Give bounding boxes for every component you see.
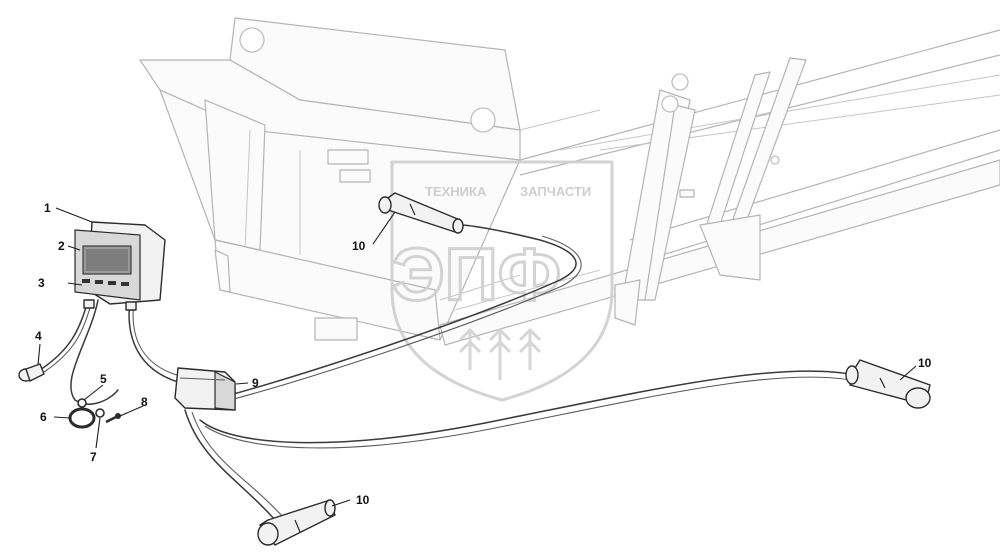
wheat-icon [458,327,542,380]
display-unit [74,221,166,311]
connector-4 [18,363,45,382]
callout-10-top: 10 [352,239,366,253]
callout-1: 1 [44,201,51,215]
clamp-ring [68,407,96,429]
connector-10-right [845,359,931,409]
connector-10-bottom [257,499,336,546]
watermark-shield: ТЕХНИКА ЗАПЧАСТИ ЭПФ [390,160,614,402]
callout-2: 2 [58,239,65,253]
callout-10-bottom: 10 [356,493,370,507]
callout-4: 4 [35,329,42,343]
junction-box [174,367,236,411]
display-buttons [82,279,129,286]
vehicle-frame [139,17,1000,346]
callout-10-right: 10 [918,356,932,370]
watermark-text-left: ТЕХНИКА [425,184,487,199]
callout-6: 6 [40,410,47,424]
callout-7: 7 [90,450,97,464]
callout-8: 8 [141,395,148,409]
watermark-text-right: ЗАПЧАСТИ [520,184,591,199]
callout-5: 5 [100,372,107,386]
washer-5 [77,398,87,408]
wiring-harness [39,224,857,521]
screw-8 [105,413,121,424]
callout-labels: 1 2 3 4 5 6 7 8 9 10 10 10 [35,201,932,507]
leader-lines [37,207,917,507]
washer-7 [95,408,105,418]
callout-3: 3 [38,276,45,290]
watermark-logo-letters: ЭПФ [392,233,561,316]
connector-10-top [378,192,464,234]
callout-9: 9 [252,376,259,390]
